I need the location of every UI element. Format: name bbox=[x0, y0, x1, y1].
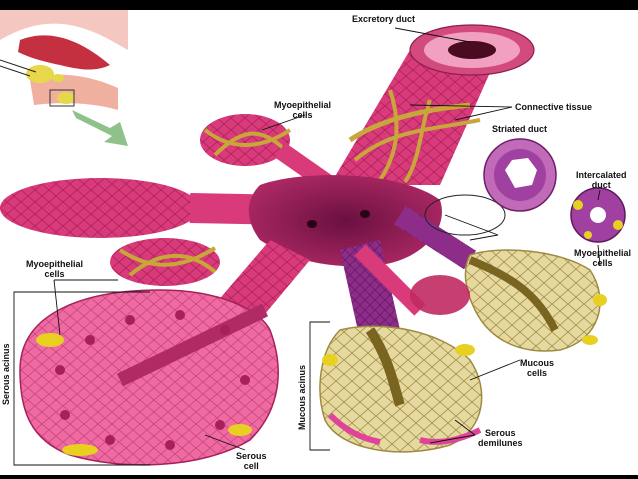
label-mucous-acinus: Mucous acinus bbox=[297, 364, 307, 430]
face-inset bbox=[0, 10, 128, 118]
magnify-arrow bbox=[72, 110, 128, 146]
label-myoepithelial-top: Myoepithelial cells bbox=[274, 100, 331, 120]
label-line-1: Mucous bbox=[520, 358, 555, 368]
leader-lines bbox=[13, 27, 601, 466]
label-serous-cell: Serous cell bbox=[236, 451, 267, 471]
small-left-acinus bbox=[110, 238, 220, 286]
striated-duct-crosssection bbox=[483, 138, 557, 212]
label-myoepithelial-left: Myoepithelial cells bbox=[26, 259, 83, 279]
label-mucous-cells: Mucous cells bbox=[520, 358, 554, 378]
diagram-canvas: Excretory duct Myoepithelial cells Conne… bbox=[0, 10, 638, 475]
label-line-2: duct bbox=[591, 180, 611, 190]
central-duct-core bbox=[248, 175, 442, 267]
label-myoepithelial-right: Myoepithelial cells bbox=[574, 248, 631, 268]
label-line-2: cells bbox=[526, 368, 548, 378]
left-acinus bbox=[0, 178, 200, 238]
label-serous-acinus: Serous acinus bbox=[1, 343, 11, 405]
label-line-1: Myoepithelial bbox=[274, 100, 332, 110]
label-line-2: cells bbox=[592, 258, 613, 268]
label-line-2: cells bbox=[292, 110, 313, 120]
label-serous-demilunes: Serous demilunes bbox=[478, 428, 523, 448]
label-line-1: Myoepithelial bbox=[26, 259, 84, 269]
right-mucous-acinus bbox=[394, 194, 607, 352]
label-line-1: Intercalated bbox=[576, 170, 627, 180]
label-excretory-duct: Excretory duct bbox=[352, 14, 416, 24]
serous-acinus bbox=[19, 240, 310, 466]
label-line-1: Myoepithelial bbox=[574, 248, 632, 258]
mucous-acinus bbox=[319, 325, 483, 453]
gland-illustration bbox=[0, 10, 626, 466]
top-acinus bbox=[200, 114, 336, 193]
label-line-2: cells bbox=[44, 269, 65, 279]
label-line-2: cell bbox=[243, 461, 259, 471]
intercalated-duct-crosssection bbox=[570, 187, 626, 243]
label-connective-tissue: Connective tissue bbox=[515, 102, 593, 112]
label-line-1: Serous bbox=[485, 428, 516, 438]
label-intercalated-duct: Intercalated duct bbox=[576, 170, 627, 190]
label-striated-duct: Striated duct bbox=[492, 124, 548, 134]
label-line-1: Serous bbox=[236, 451, 267, 461]
label-line-2: demilunes bbox=[478, 438, 523, 448]
excretory-duct bbox=[330, 24, 535, 185]
